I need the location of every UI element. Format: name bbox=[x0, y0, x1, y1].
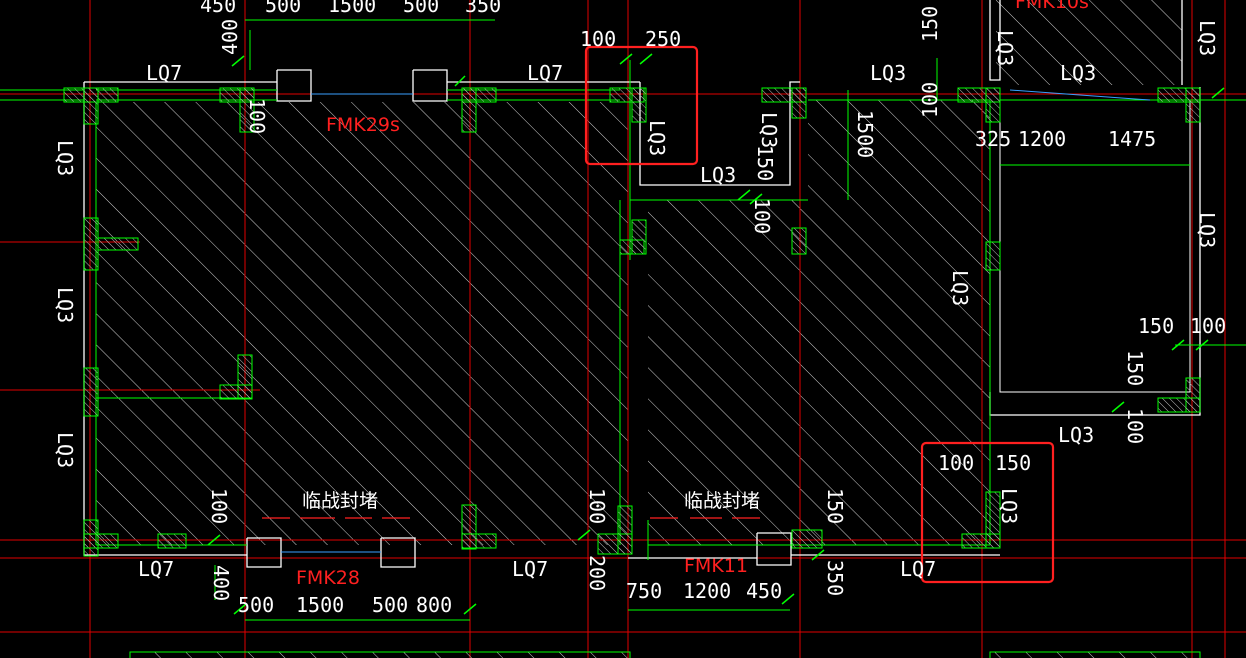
slab-top-right bbox=[996, 0, 1182, 85]
label-lq3-right-top: LQ3 bbox=[993, 30, 1017, 66]
room-top-mid bbox=[650, 95, 796, 185]
dim-bottom-mid-vertical: 200 bbox=[585, 555, 609, 591]
hatched-slab bbox=[96, 0, 1182, 545]
slab-main-left bbox=[96, 102, 628, 545]
dim-bottom-mid-450: 450 bbox=[746, 579, 782, 603]
dim-top-3: 1500 bbox=[328, 0, 376, 17]
dim-bottom-mid-1200: 1200 bbox=[683, 579, 731, 603]
label-lq3-right-edge-top: LQ3 bbox=[1195, 20, 1219, 56]
dim-top-right-100: 100 bbox=[918, 82, 942, 118]
dim-right-1200: 1200 bbox=[1018, 127, 1066, 151]
dim-right-inner-150b: 150 bbox=[1123, 350, 1147, 386]
dim-bottom-row-500a: 500 bbox=[238, 593, 274, 617]
dim-bottom-row-800: 800 bbox=[416, 593, 452, 617]
dim-bottom-left-vertical: 400 bbox=[209, 565, 233, 601]
label-lq7-bottom-left: LQ7 bbox=[138, 557, 174, 581]
label-seal-right: 临战封堵 bbox=[684, 490, 760, 512]
label-lq3-left-1: LQ3 bbox=[53, 140, 77, 176]
dim-bottom-mid-750: 750 bbox=[626, 579, 662, 603]
highlight-box-top bbox=[584, 45, 699, 166]
dim-top-mid-250: 250 bbox=[645, 27, 681, 51]
dim-top-1: 450 bbox=[200, 0, 236, 17]
dimension-lines bbox=[0, 19, 1246, 621]
label-lq3-mid: LQ3 bbox=[757, 112, 781, 148]
dim-right-325: 325 bbox=[975, 127, 1011, 151]
room-right bbox=[999, 99, 1191, 393]
label-lq3-bottom-right: LQ3 bbox=[1058, 423, 1094, 447]
label-seal-left: 临战封堵 bbox=[302, 490, 378, 512]
dim-right-inner-100b: 100 bbox=[1123, 408, 1147, 444]
label-lq3-box: LQ3 bbox=[645, 120, 669, 156]
dim-bottom-row-1500: 1500 bbox=[296, 593, 344, 617]
label-lq3-right-inner: LQ3 bbox=[948, 270, 972, 306]
dim-bottom-100b: 100 bbox=[585, 488, 609, 524]
dim-top-right-1500: 1500 bbox=[853, 110, 877, 158]
dim-top-vertical: 400 bbox=[218, 19, 242, 55]
label-lq3-left-3: LQ3 bbox=[53, 432, 77, 468]
label-fmk10s: FMK10s bbox=[1015, 0, 1089, 13]
dim-right-inner-100: 100 bbox=[1190, 314, 1226, 338]
label-lq3-room: LQ3 bbox=[700, 163, 736, 187]
wall-blocks bbox=[63, 87, 1201, 557]
dim-top-4: 500 bbox=[403, 0, 439, 17]
dim-top-2: 500 bbox=[265, 0, 301, 17]
label-fmk11: FMK11 bbox=[684, 555, 748, 577]
highlight-boxes bbox=[584, 45, 1055, 584]
label-fmk29s: FMK29s bbox=[326, 114, 400, 136]
label-lq3-box-bottom: LQ3 bbox=[997, 488, 1021, 524]
label-lq7-bottom-right: LQ7 bbox=[900, 557, 936, 581]
dim-top-right-150: 150 bbox=[918, 6, 942, 42]
partial-bottom-blocks bbox=[129, 651, 1201, 658]
dim-bottom-150: 150 bbox=[823, 488, 847, 524]
dim-top-5: 350 bbox=[465, 0, 501, 17]
label-lq3-top-right: LQ3 bbox=[870, 61, 906, 85]
beam-lines bbox=[281, 89, 1151, 553]
dim-lq3-100: 100 bbox=[750, 198, 774, 234]
dim-bottom-row-500b: 500 bbox=[372, 593, 408, 617]
slab-main-right bbox=[648, 100, 990, 545]
label-lq3-left-2: LQ3 bbox=[53, 287, 77, 323]
dim-box-150: 150 bbox=[995, 451, 1031, 475]
dim-top-mid-100: 100 bbox=[580, 27, 616, 51]
dim-bottom-100a: 100 bbox=[207, 488, 231, 524]
unhatched-rooms bbox=[650, 95, 1191, 393]
label-lq7-top-mid: LQ7 bbox=[527, 61, 563, 85]
dim-lq3-150: 150 bbox=[753, 145, 777, 181]
highlight-box-bottom bbox=[920, 441, 1055, 584]
label-lq7-bottom-mid: LQ7 bbox=[512, 557, 548, 581]
label-lq3-right-edge: LQ3 bbox=[1195, 212, 1219, 248]
dim-right-1475: 1475 bbox=[1108, 127, 1156, 151]
dim-box-100: 100 bbox=[938, 451, 974, 475]
dim-right-inner-150: 150 bbox=[1138, 314, 1174, 338]
dim-left-wall-100: 100 bbox=[245, 98, 269, 134]
label-fmk28: FMK28 bbox=[296, 567, 360, 589]
dim-bottom-right-vertical: 350 bbox=[823, 560, 847, 596]
label-lq7-top-left: LQ7 bbox=[146, 61, 182, 85]
label-lq3-top-right-2: LQ3 bbox=[1060, 61, 1096, 85]
dimension-ticks bbox=[207, 53, 1225, 615]
